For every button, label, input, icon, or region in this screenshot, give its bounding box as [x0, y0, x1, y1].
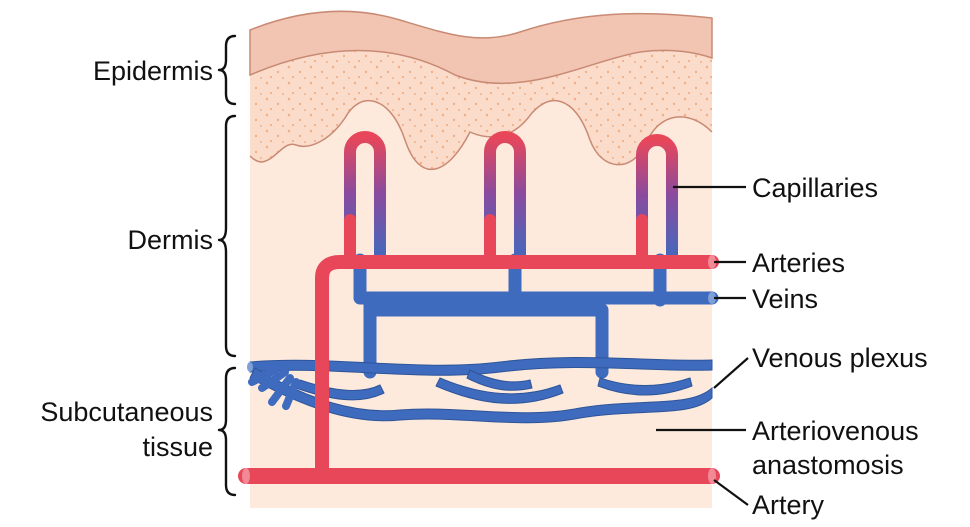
dermis-label: Dermis — [128, 225, 214, 255]
arteriovenous-label-line1: Arteriovenous — [752, 416, 919, 446]
subcutaneous-label-line1: Subcutaneous — [40, 397, 213, 427]
leader-lines — [656, 185, 749, 506]
venous-plexus — [249, 356, 713, 424]
stippled-layer — [250, 50, 712, 170]
artery-label: Artery — [752, 490, 825, 520]
layer-braces — [217, 34, 237, 497]
arteriovenous-anastomoses — [399, 402, 656, 472]
vessels — [238, 131, 720, 484]
capillary-loops — [344, 131, 678, 268]
epidermis-outer-layer — [249, 10, 713, 85]
subcutaneous-brace — [217, 366, 237, 497]
dermis-brace — [217, 114, 237, 358]
arterial-supply — [315, 214, 719, 483]
epidermis-brace — [217, 34, 237, 106]
subcutaneous-label-line2: tissue — [142, 432, 213, 462]
papillae-border — [249, 100, 713, 170]
epidermis-label: Epidermis — [93, 56, 213, 86]
arteriovenous-label-line2: anastomosis — [752, 450, 904, 480]
veins-label: Veins — [752, 284, 818, 314]
plexus-branches — [248, 366, 300, 410]
arteries-label: Arteries — [752, 248, 845, 278]
capillaries-label: Capillaries — [752, 173, 878, 203]
vessel-ends — [242, 255, 716, 484]
venous-plexus-label: Venous plexus — [752, 343, 928, 373]
